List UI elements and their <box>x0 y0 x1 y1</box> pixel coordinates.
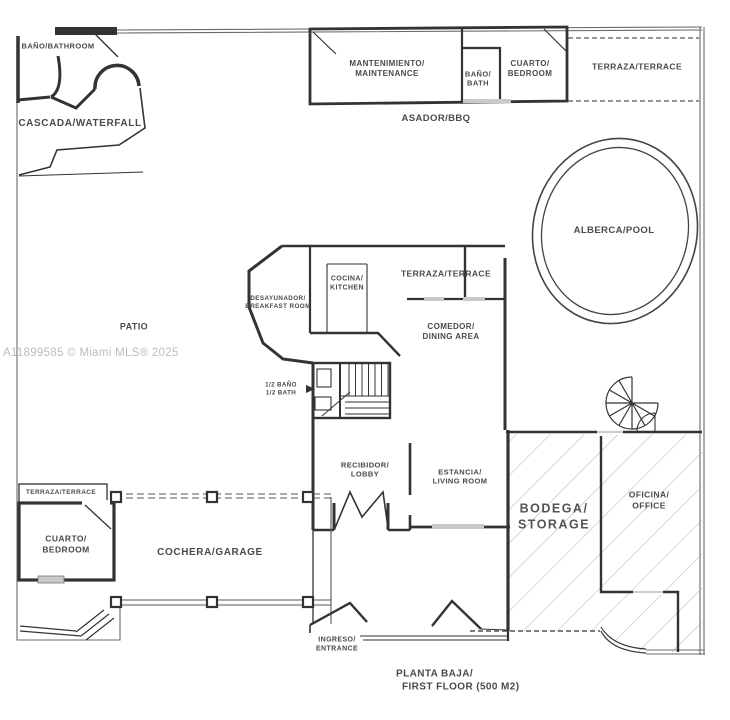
lobby-living-walls <box>311 363 510 624</box>
room-label-cuarto-service: CUARTO/ BEDROOM <box>507 59 553 78</box>
watermark: A11899585 © Miami MLS® 2025 <box>3 347 179 359</box>
room-label-bathroom-nw: BAÑO/BATHROOM <box>21 41 95 51</box>
spiral-staircase <box>605 376 659 430</box>
bedroom-sw-walls <box>17 483 116 584</box>
room-label-terraza-ne: TERRAZA/TERRACE <box>591 61 683 72</box>
waterfall-area <box>16 27 146 177</box>
room-label-cuarto-sw: CUARTO/ BEDROOM <box>42 533 90 554</box>
staircase <box>311 361 392 420</box>
arrow-right-icon <box>306 385 315 393</box>
room-label-cocina: COCINA/ KITCHEN <box>330 275 364 291</box>
garage-outline <box>109 490 332 624</box>
room-label-comedor: COMEDOR/ DINING AREA <box>422 322 480 341</box>
kitchen-dining-walls <box>247 244 507 430</box>
room-label-terraza-center: TERRAZA/TERRACE <box>400 268 492 279</box>
plan-title: PLANTA BAJA/ FIRST FLOOR (500 M2) <box>396 668 520 693</box>
room-label-mantenimiento: MANTENIMIENTO/ MAINTENANCE <box>349 59 425 78</box>
entrance-walls <box>19 599 510 641</box>
room-label-cascada: CASCADA/WATERFALL <box>18 117 142 129</box>
service-building <box>308 25 569 106</box>
room-label-patio: PATIO <box>119 321 149 332</box>
room-label-recibidor: RECIBIDOR/ LOBBY <box>340 460 390 479</box>
room-label-ingreso: INGRESO/ ENTRANCE <box>315 636 359 652</box>
room-label-asador: ASADOR/BBQ <box>401 113 471 125</box>
room-label-half-bath: 1/2 BAÑO 1/2 BATH <box>265 381 297 396</box>
room-label-terraza-sw: TERRAZA/TERRACE <box>25 488 97 496</box>
room-label-alberca: ALBERCA/POOL <box>573 225 655 237</box>
terrace-ne-outline <box>568 37 699 102</box>
room-label-estancia: ESTANCIA/ LIVING ROOM <box>432 467 488 486</box>
room-label-bodega: BODEGA/ STORAGE <box>517 501 591 531</box>
pool-outline <box>531 137 699 325</box>
room-label-bano-service: BAÑO/ BATH <box>464 69 492 88</box>
room-label-cochera: COCHERA/GARAGE <box>157 546 263 558</box>
room-label-oficina: OFICINA/ OFFICE <box>628 489 670 510</box>
room-label-desayunador: DESAYUNADOR/ BREAKFAST ROOM <box>245 295 311 310</box>
storage-office-area <box>470 412 702 654</box>
